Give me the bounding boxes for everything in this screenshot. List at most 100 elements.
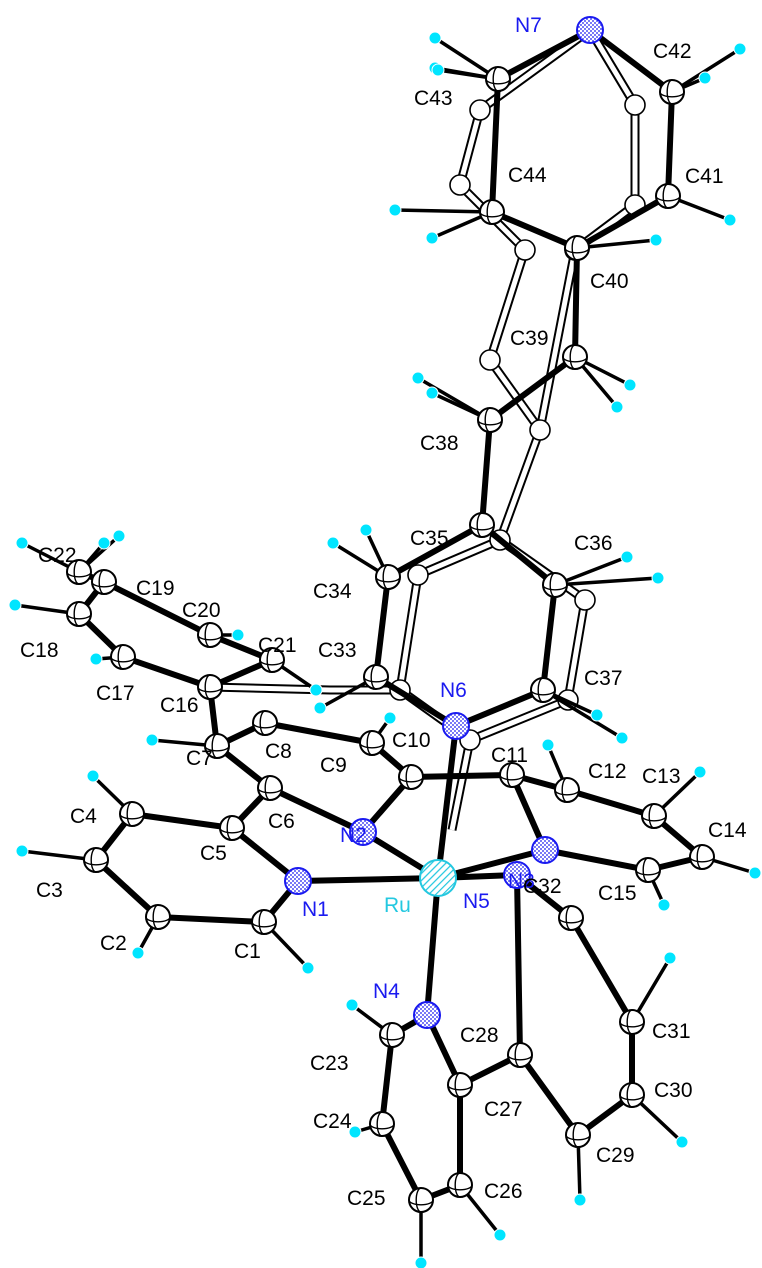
atom-c8	[252, 710, 278, 736]
atom-octant-line	[126, 801, 133, 827]
hydrogen-atom	[431, 63, 445, 77]
h-bond-c38	[416, 376, 492, 422]
atom-sphere	[145, 904, 171, 930]
atom-label-c33: C33	[318, 639, 357, 662]
atom-octant-line	[382, 564, 389, 590]
atom-c37	[530, 677, 556, 703]
atom-sphere	[542, 572, 568, 598]
atom-octant-line	[90, 847, 97, 873]
atom-c12	[554, 777, 580, 803]
atom-c4	[119, 801, 145, 827]
atom-sphere	[558, 905, 584, 931]
atom-label-c28: C28	[460, 1024, 499, 1047]
hydrogen-atom	[326, 536, 340, 550]
atom-octant-line	[479, 211, 505, 218]
atom-sphere	[689, 844, 715, 870]
atom-octant-line	[110, 656, 136, 663]
bond-c23-c24	[379, 1032, 395, 1127]
h-bond-c44	[393, 208, 494, 214]
atom-octant-line	[689, 856, 715, 863]
atom-octant-line	[197, 686, 223, 693]
atom-label-c12: C12	[588, 760, 627, 783]
h-bond-c42	[670, 47, 742, 94]
atom-label-c42: C42	[653, 40, 692, 63]
atom-label-c26: C26	[484, 1180, 523, 1203]
bond-c5-n1	[229, 825, 301, 884]
atom-label-n5: N5	[463, 890, 490, 913]
atom-octant-line	[514, 1042, 521, 1068]
bond-c16-c17	[120, 654, 213, 690]
hydrogen-atom	[359, 523, 373, 537]
atom-octant-line	[119, 813, 145, 820]
bond-c1-c2	[155, 914, 267, 925]
atom-label-c5: C5	[200, 842, 227, 865]
atom-n7	[576, 16, 604, 44]
atom-c13	[641, 803, 667, 829]
atom-label-n3: N3	[508, 870, 535, 893]
hydrogen-atom	[541, 738, 555, 752]
bond-c31-c32	[568, 915, 635, 1025]
atom-sphere	[219, 815, 245, 841]
back-atom	[514, 239, 536, 261]
hydrogen-atom	[348, 1125, 362, 1139]
h-bond-c37	[541, 688, 624, 740]
atom-label-c4: C4	[70, 805, 97, 828]
bond-c8-c9	[262, 720, 375, 746]
hydrogen-atom-layer	[8, 31, 762, 1268]
atom-octant-line	[571, 235, 578, 261]
atom-c20	[197, 622, 223, 648]
atom-octant-line	[83, 859, 109, 866]
atom-octant-line	[363, 676, 389, 683]
atom-octant-line	[66, 613, 92, 620]
atom-octant-line	[117, 644, 124, 670]
hydrogen-atom	[388, 203, 402, 217]
atom-label-n1: N1	[302, 898, 329, 921]
atom-label-c11: C11	[491, 744, 528, 767]
hydrogen-atom	[15, 844, 29, 858]
bond-ru-n4	[424, 875, 441, 1018]
atom-label-c7: C7	[186, 747, 213, 770]
atom-c23	[379, 1022, 405, 1048]
atom-c10	[398, 764, 424, 790]
atom-octant-line	[145, 916, 171, 923]
atom-sphere	[659, 79, 685, 105]
atom-c42	[659, 79, 685, 105]
hydrogen-atom	[610, 400, 624, 414]
atom-c9	[359, 730, 385, 756]
atom-sphere	[635, 857, 661, 883]
atom-sphere	[197, 674, 223, 700]
atom-sphere	[83, 847, 109, 873]
atom-sphere	[655, 183, 681, 209]
atom-octant-line	[565, 1134, 591, 1141]
hydrogen-atom	[383, 711, 397, 725]
atom-label-c22: C22	[38, 544, 77, 567]
atom-sphere	[485, 66, 511, 92]
atom-octant-line	[476, 512, 483, 538]
atom-sphere	[564, 235, 590, 261]
hydrogen-atom	[15, 536, 29, 550]
back-ru-bond	[449, 739, 473, 831]
bond-c37-n6	[453, 687, 546, 729]
back-phenyl-bond	[209, 684, 400, 693]
bond-c36-c37	[540, 582, 558, 693]
atom-label-c27: C27	[484, 1098, 523, 1121]
atom-c24	[369, 1111, 395, 1137]
hydrogen-atom	[231, 628, 245, 642]
atom-sphere	[91, 569, 117, 595]
hydrogen-atom	[131, 946, 145, 960]
atom-sphere	[507, 1042, 533, 1068]
atom-c2	[145, 904, 171, 930]
atom-sphere	[375, 564, 401, 590]
atom-label-c37: C37	[584, 667, 623, 690]
hydrogen-atom	[623, 378, 637, 392]
bond-c28-n5	[514, 872, 523, 1058]
atom-octant-line	[626, 1082, 633, 1108]
atom-octant-line	[259, 710, 266, 736]
atom-octant-line	[447, 1184, 473, 1191]
atom-octant-line	[359, 742, 385, 749]
atom-c6	[257, 775, 283, 801]
hydrogen-atom	[86, 769, 100, 783]
atom-label-c32: C32	[523, 875, 562, 898]
atom-label-c10: C10	[392, 729, 431, 752]
atom-label-n6: N6	[440, 679, 467, 702]
